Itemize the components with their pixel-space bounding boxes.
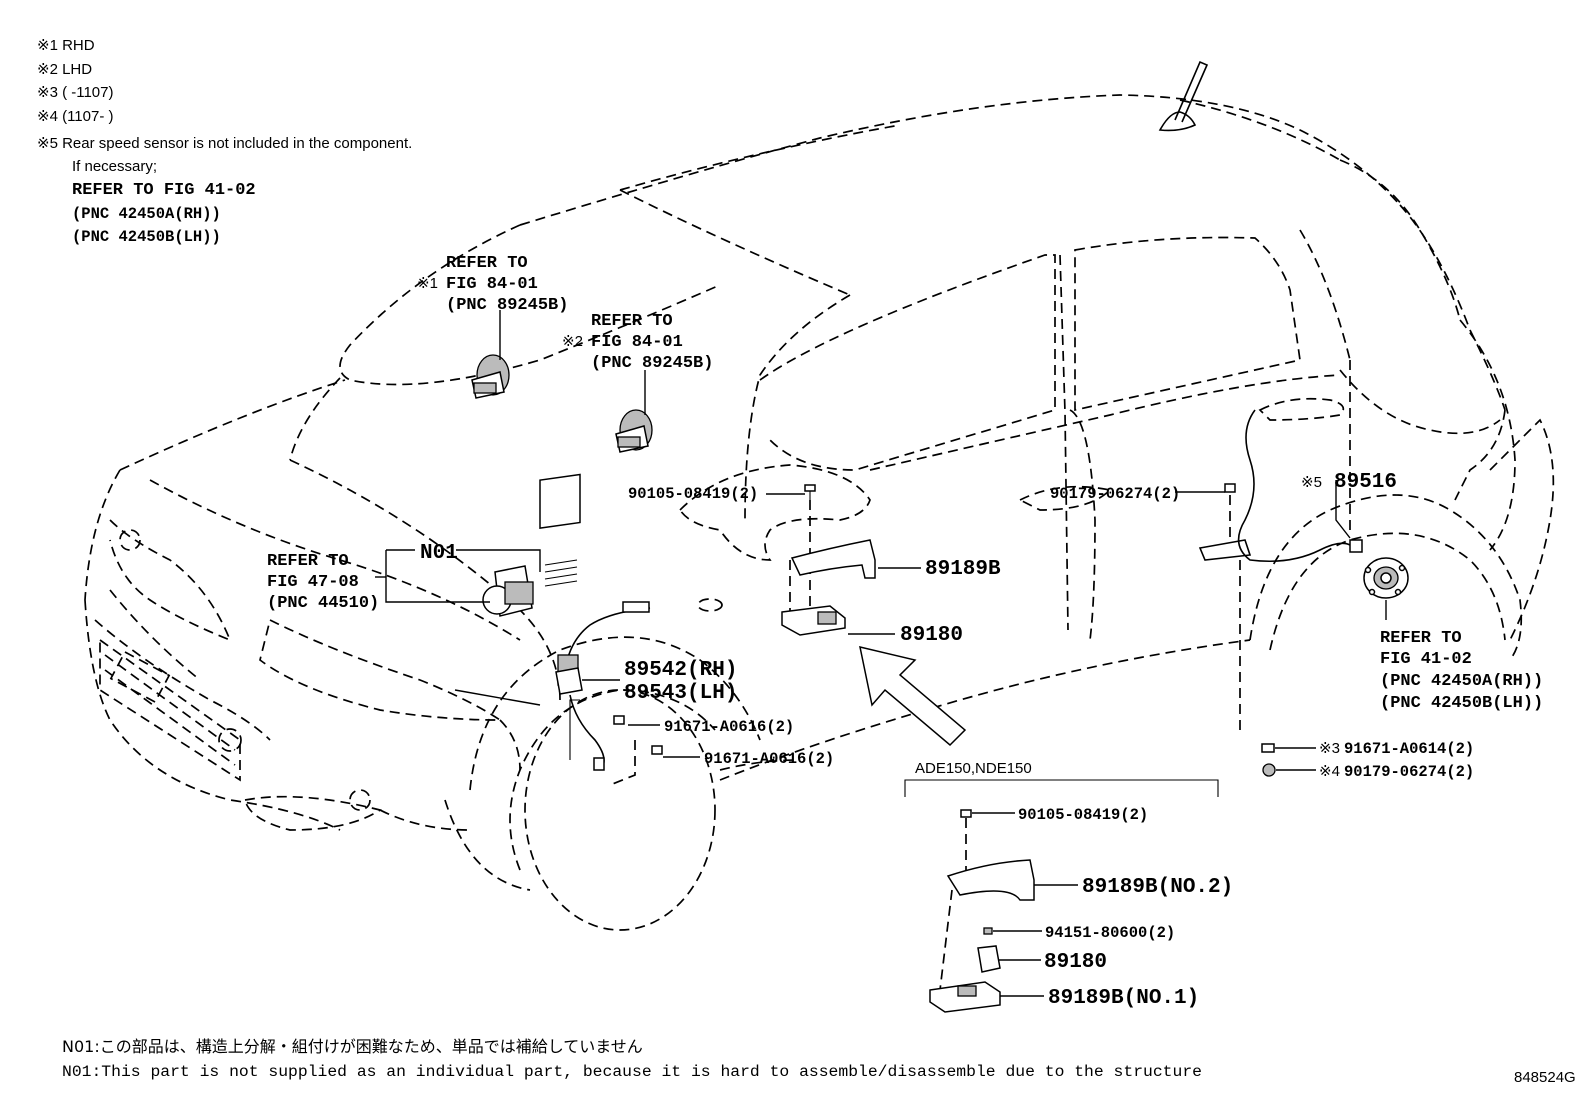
callout-ref-actuator: REFER TO FIG 47-08 (PNC 44510): [267, 552, 379, 613]
inset-sensor: 89180: [1044, 951, 1107, 974]
svg-text:FIG 41-02: FIG 41-02: [1380, 650, 1472, 669]
label-front-sensor-lh: 89543(LH): [624, 682, 737, 705]
svg-text:※1: ※1: [417, 275, 438, 292]
label-nut-side: 90179-06274(2): [1050, 485, 1180, 503]
svg-text:※2: ※2: [562, 333, 583, 350]
label-clip-1: 91671-A0616(2): [664, 718, 794, 736]
label-rear-nut-marker: ※4: [1319, 763, 1340, 780]
footnote-en: N01:This part is not supplied as an indi…: [62, 1063, 1202, 1081]
yaw-sensor-bracket-main: [781, 484, 876, 636]
label-bolt-top: 90105-08419(2): [628, 485, 758, 503]
label-rear-sensor: 89516: [1334, 471, 1397, 494]
note-3: ※3 ( -1107): [37, 84, 114, 101]
note-5-if-necessary: If necessary;: [72, 158, 157, 175]
svg-text:(PNC 89245B): (PNC 89245B): [446, 296, 568, 315]
svg-text:REFER TO: REFER TO: [1380, 629, 1462, 648]
leader-lines: [375, 310, 1387, 786]
label-rear-sensor-marker: ※5: [1301, 474, 1322, 491]
note-5-refer: REFER TO FIG 41-02: [72, 181, 256, 200]
callout-ref-rhd: REFER TO ※1 FIG 84-01 (PNC 89245B): [417, 254, 568, 315]
label-rear-clip-marker: ※3: [1319, 740, 1340, 757]
svg-text:REFER TO: REFER TO: [446, 254, 528, 273]
note-5-pnc-rh: (PNC 42450A(RH)): [72, 205, 221, 223]
note-5-pnc-lh: (PNC 42450B(LH)): [72, 228, 221, 246]
note-1: ※1 RHD: [37, 37, 95, 54]
label-rear-clip: 91671-A0614(2): [1344, 740, 1474, 758]
label-n01: N01: [420, 542, 458, 565]
figure-id: 848524G: [1514, 1069, 1576, 1086]
notes-block: ※1 RHD ※2 LHD ※3 ( -1107) ※4 (1107- ) ※5…: [37, 37, 412, 246]
front-speed-sensor: [555, 601, 663, 771]
rear-hub: [1363, 557, 1409, 599]
label-sensor-89180: 89180: [900, 624, 963, 647]
svg-text:FIG 84-01: FIG 84-01: [591, 333, 683, 352]
inset-bracket-no1: 89189B(NO.1): [1048, 987, 1199, 1010]
svg-text:(PNC 89245B): (PNC 89245B): [591, 354, 713, 373]
svg-text:(PNC 44510): (PNC 44510): [267, 594, 379, 613]
callout-ref-hub: REFER TO FIG 41-02 (PNC 42450A(RH)) (PNC…: [1380, 629, 1543, 713]
inset-bolt: 90105-08419(2): [1018, 806, 1148, 824]
car-body-outline: [84, 60, 1555, 931]
note-4: ※4 (1107- ): [37, 108, 114, 125]
inset-nut: 94151-80600(2): [1045, 924, 1175, 942]
svg-text:FIG 47-08: FIG 47-08: [267, 573, 359, 592]
yaw-sensor-lhd: [615, 409, 653, 453]
label-front-sensor-rh: 89542(RH): [624, 659, 737, 682]
rear-nut-icon: [1262, 763, 1276, 777]
abs-actuator: [482, 473, 581, 617]
svg-text:REFER TO: REFER TO: [591, 312, 673, 331]
rear-speed-sensor: [1198, 409, 1363, 735]
callout-ref-lhd: REFER TO ※2 FIG 84-01 (PNC 89245B): [562, 312, 713, 373]
view-arrow: [859, 645, 967, 747]
rear-clip-icon: [1261, 743, 1275, 753]
label-clip-2: 91671-A0616(2): [704, 750, 834, 768]
label-rear-nut: 90179-06274(2): [1344, 763, 1474, 781]
inset-title: ADE150,NDE150: [915, 760, 1032, 777]
svg-text:(PNC 42450A(RH)): (PNC 42450A(RH)): [1380, 672, 1543, 691]
svg-text:FIG 84-01: FIG 84-01: [446, 275, 538, 294]
label-bracket: 89189B: [925, 558, 1001, 581]
yaw-sensor-rhd: [471, 354, 510, 399]
svg-text:(PNC 42450B(LH)): (PNC 42450B(LH)): [1380, 694, 1543, 713]
inset-bracket-no2: 89189B(NO.2): [1082, 876, 1233, 899]
footnote-jp: N01:この部品は、構造上分解・組付けが困難なため、単品では補給していません: [62, 1037, 643, 1056]
inset-box: [904, 779, 1219, 1013]
note-2: ※2 LHD: [37, 61, 92, 78]
note-5: ※5 Rear speed sensor is not included in …: [37, 135, 412, 152]
svg-text:REFER TO: REFER TO: [267, 552, 349, 571]
